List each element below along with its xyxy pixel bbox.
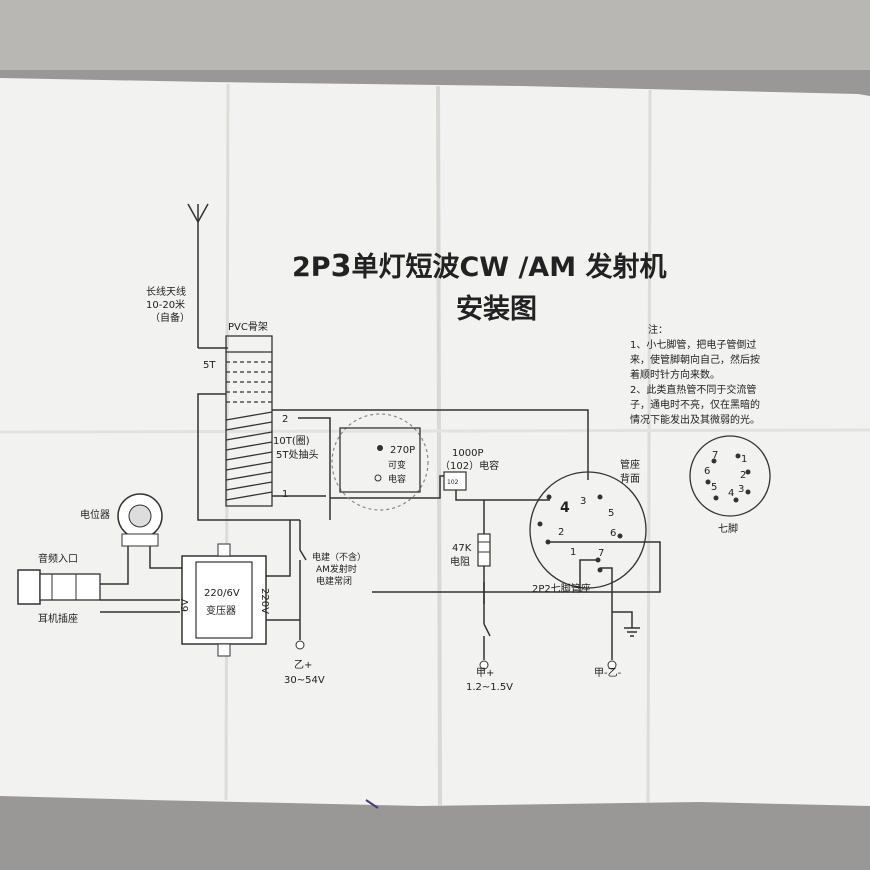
pinout-pin-1: 1 xyxy=(741,454,747,465)
circuit-wiring xyxy=(90,393,661,660)
note-line: 2、此类直热管不同于交流管 xyxy=(630,383,756,396)
key-label: 电建（不含） xyxy=(312,551,366,563)
coil-tap-1: 1 xyxy=(282,489,288,500)
paper-fold xyxy=(646,89,652,803)
coil-former xyxy=(225,335,273,507)
common-terminal xyxy=(607,660,617,670)
potentiometer-symbol xyxy=(117,493,163,547)
variable-cap-value: 270P xyxy=(390,445,415,456)
transformer-low: 6V xyxy=(180,599,191,612)
paper-fold xyxy=(0,428,870,434)
antenna-note: （自备） xyxy=(150,311,190,324)
fixed-cap-code: （102）电容 xyxy=(440,459,499,472)
capacitor-terminal xyxy=(374,474,382,482)
paper-fold xyxy=(224,83,230,801)
subtitle-text: 安装图 xyxy=(456,294,537,325)
headphone-jack xyxy=(17,569,101,605)
pinout-pin-7: 7 xyxy=(712,450,718,461)
b-plus-label: 乙+ xyxy=(294,659,312,671)
resistor-symbol xyxy=(477,533,491,567)
capacitor-terminal xyxy=(377,445,383,451)
note-line: 来，使管脚朝向自己，然后按 xyxy=(630,353,760,366)
pinout-diagram xyxy=(689,435,771,517)
variable-capacitor xyxy=(331,413,429,511)
tube-socket xyxy=(529,471,647,589)
fixed-cap-value: 1000P xyxy=(452,448,483,459)
transformer-ratio: 220/6V xyxy=(204,588,240,599)
ground-icon xyxy=(624,627,640,637)
transformer-high: 220V xyxy=(259,588,270,614)
antenna-symbol xyxy=(187,203,228,349)
key-am-note: AM发射时 xyxy=(316,563,357,575)
coil-former-label: PVC骨架 xyxy=(228,321,268,333)
note-line: 1、小七脚管，把电子管倒过 xyxy=(630,338,756,351)
pinout-pin-6: 6 xyxy=(704,466,710,477)
coil-tap-label: 5T处抽头 xyxy=(276,448,318,461)
transformer-symbol xyxy=(181,543,267,657)
pinout-pin-2: 2 xyxy=(740,470,746,481)
pinout-pin-5: 5 xyxy=(711,482,717,493)
tube-pin-7: 7 xyxy=(598,548,604,559)
notes-header: 注： xyxy=(648,323,668,336)
tube-pins xyxy=(537,494,623,573)
a-plus-label: 甲+ xyxy=(476,668,494,679)
variable-cap-line3: 电容 xyxy=(388,473,406,485)
b-voltage-label: 30~54V xyxy=(284,675,325,686)
pinout-label: 七脚 xyxy=(718,522,738,535)
paper-fold xyxy=(436,85,442,807)
antenna-label: 长线天线 xyxy=(146,285,186,298)
note-line: 情况下能发出及其微弱的光。 xyxy=(630,413,760,426)
note-line: 子，通电时不亮，仅在黑暗的 xyxy=(630,398,760,411)
table-top-band xyxy=(0,0,870,70)
fixed-capacitor xyxy=(443,471,467,491)
title-text: 2P3单灯短波CW /AM 发射机 xyxy=(292,249,666,284)
resistor-label: 电阻 xyxy=(450,555,470,568)
antenna-length: 10-20米 xyxy=(146,298,185,311)
notes-block: 注： 1、小七脚管，把电子管倒过 来，使管脚朝向自己，然后按 着顺时针方向来数。… xyxy=(630,323,760,426)
tube-pin-1: 1 xyxy=(570,547,576,558)
fixed-cap-marking: 102 xyxy=(447,479,459,486)
tube-socket-label: 管座 xyxy=(620,458,640,471)
pen-mark xyxy=(365,799,379,809)
coil-top-turns: 5T xyxy=(203,360,216,371)
a-plus-terminal xyxy=(479,660,489,670)
paper-sheet xyxy=(0,78,870,806)
pinout-pin-4: 4 xyxy=(728,488,734,499)
coil-turns-label: 10T(圈) xyxy=(273,435,310,447)
coil-winding xyxy=(225,411,273,501)
resistor-value: 47K xyxy=(452,543,472,554)
tube-pin-2: 2 xyxy=(558,527,564,538)
audio-input-label: 音频入口 xyxy=(38,552,78,565)
tube-back-label: 背面 xyxy=(620,472,640,485)
a-voltage-label: 1.2~1.5V xyxy=(466,682,513,693)
audio-jack-label: 耳机插座 xyxy=(38,612,78,625)
variable-cap-line2: 可变 xyxy=(388,459,406,471)
tube-name: 2P2七脚管座 xyxy=(532,582,591,595)
potentiometer-label: 电位器 xyxy=(80,508,110,521)
tube-pin-4: 4 xyxy=(560,500,570,516)
transformer-name: 变压器 xyxy=(206,604,236,617)
variable-capacitor-body xyxy=(339,427,421,493)
common-label: 甲-乙- xyxy=(594,667,622,679)
tube-pin-5: 5 xyxy=(608,508,614,519)
coil-tap-2: 2 xyxy=(282,414,288,425)
pinout-pin-3: 3 xyxy=(738,484,744,495)
tube-pin-3: 3 xyxy=(580,496,586,507)
key-switch xyxy=(299,549,491,637)
b-plus-terminal xyxy=(295,640,305,650)
note-line: 着顺时针方向来数。 xyxy=(630,368,720,381)
key-closed-note: 电建常闭 xyxy=(316,575,352,587)
tube-pin-6: 6 xyxy=(610,528,616,539)
